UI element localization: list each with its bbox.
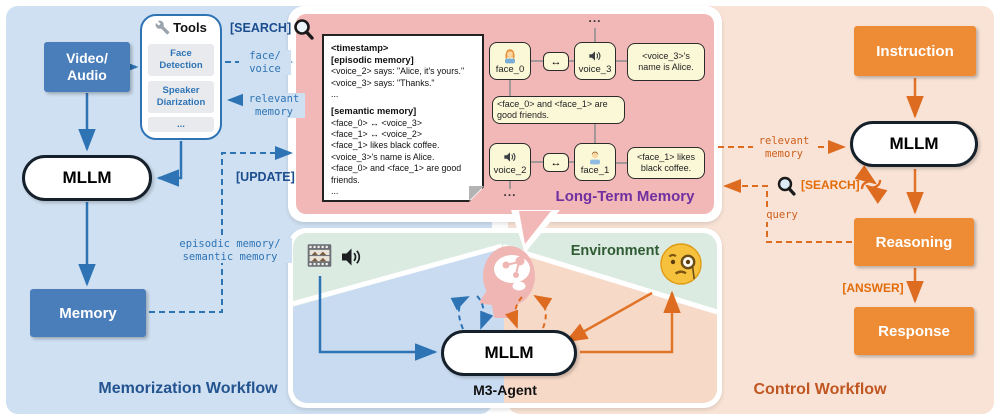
note-line: <face_1> ↔ <voice_2>: [331, 128, 422, 139]
wrench-icon: [155, 20, 170, 35]
memorization-solid-arrows: [78, 58, 183, 287]
fact-face1-coffee: <face_1> likes black coffee.: [627, 147, 705, 179]
note-line: <face_0> and <face_1> are good friends.: [331, 163, 462, 185]
control-dashed-arrows: [718, 140, 852, 243]
voice-2-node: voice_2: [489, 143, 531, 181]
relevant-memory-label: relevant memory: [753, 135, 815, 161]
video-audio-box: Video/ Audio: [44, 42, 130, 92]
fact-good-friends: <face_0> and <face_1> are good friends.: [492, 96, 625, 124]
long-term-memory-title: Long-Term Memory: [555, 188, 695, 205]
instruction-box: Instruction: [854, 26, 976, 76]
search-icon: [777, 176, 796, 196]
memorization-workflow-title: Memorization Workflow: [98, 380, 278, 397]
query-label: query: [758, 209, 806, 222]
note-timestamp: <timestamp>: [331, 43, 389, 53]
environment-mllm: MLLM: [441, 330, 577, 376]
monocle-face-icon: [657, 240, 705, 288]
tool-face-detection: Face Detection: [148, 44, 214, 76]
relevant-memory-label: relevant memory: [243, 93, 305, 119]
note-line: <voice_3>'s name is Alice.: [331, 151, 435, 162]
face-0-node: face_0: [489, 42, 531, 80]
note-line: ...: [331, 89, 339, 99]
voice-3-node: voice_3: [574, 42, 616, 80]
video-audio-label-line1: Video/: [66, 49, 108, 66]
speaker-icon: [589, 50, 601, 61]
video-audio-label-line2: Audio: [67, 67, 107, 83]
face-voice-label: face/ voice: [239, 50, 291, 76]
graph-edges: [509, 28, 627, 189]
m3-agent-label: M3-Agent: [473, 382, 537, 398]
note-line: ...: [331, 186, 339, 197]
graph-ellipsis-top: ...: [588, 11, 602, 25]
memory-box: Memory: [30, 289, 146, 337]
update-label: [UPDATE]: [236, 170, 295, 184]
memory-note: <timestamp> [episodic memory] <voice_2> …: [322, 34, 484, 202]
note-semantic-header: [semantic memory]: [331, 106, 417, 117]
relation-box: ↔: [543, 52, 569, 71]
relation-box: ↔: [543, 153, 569, 172]
note-line: <voice_3> says: "Thanks.": [331, 77, 435, 88]
tool-ellipsis: ...: [148, 117, 214, 132]
tools-title: Tools: [173, 20, 207, 35]
repeat-icon: [854, 165, 888, 204]
graph-ellipsis-bottom: ...: [503, 185, 517, 199]
audio-speaker-icon: [340, 246, 364, 268]
control-workflow-title: Control Workflow: [753, 381, 887, 398]
man-face-icon: [590, 151, 600, 164]
tool-speaker-diarization: Speaker Diarization: [148, 81, 214, 113]
note-episodic-header: [episodic memory]: [331, 55, 414, 66]
memorization-mllm: MLLM: [22, 155, 152, 201]
search-icon: [294, 19, 314, 40]
environment-arrows: [318, 276, 681, 361]
fact-voice3-name: <voice_3>'s name is Alice.: [627, 43, 705, 81]
note-line: <voice_2> says: "Alice, it's yours.": [331, 66, 465, 77]
episodic-semantic-label: episodic memory/ semantic memory: [168, 238, 292, 264]
brain-head-icon: [479, 246, 535, 318]
search-label: [SEARCH]: [230, 21, 292, 35]
answer-label: [ANSWER]: [842, 281, 904, 295]
woman-face-icon: [505, 48, 515, 63]
face-1-node: face_1: [574, 143, 616, 181]
search-label: [SEARCH]: [801, 178, 860, 192]
film-strip-icon: [306, 243, 333, 268]
note-line: <face_0> ↔ <voice_3>: [331, 117, 422, 128]
reasoning-box: Reasoning: [854, 218, 974, 266]
control-mllm: MLLM: [850, 121, 978, 167]
tools-header: Tools: [148, 20, 214, 35]
response-box: Response: [854, 307, 974, 355]
environment-title: Environment: [570, 243, 660, 259]
ltm-speech-tail: [511, 210, 560, 253]
note-line: <face_1> likes black coffee.: [331, 140, 440, 151]
speaker-icon: [504, 151, 516, 162]
